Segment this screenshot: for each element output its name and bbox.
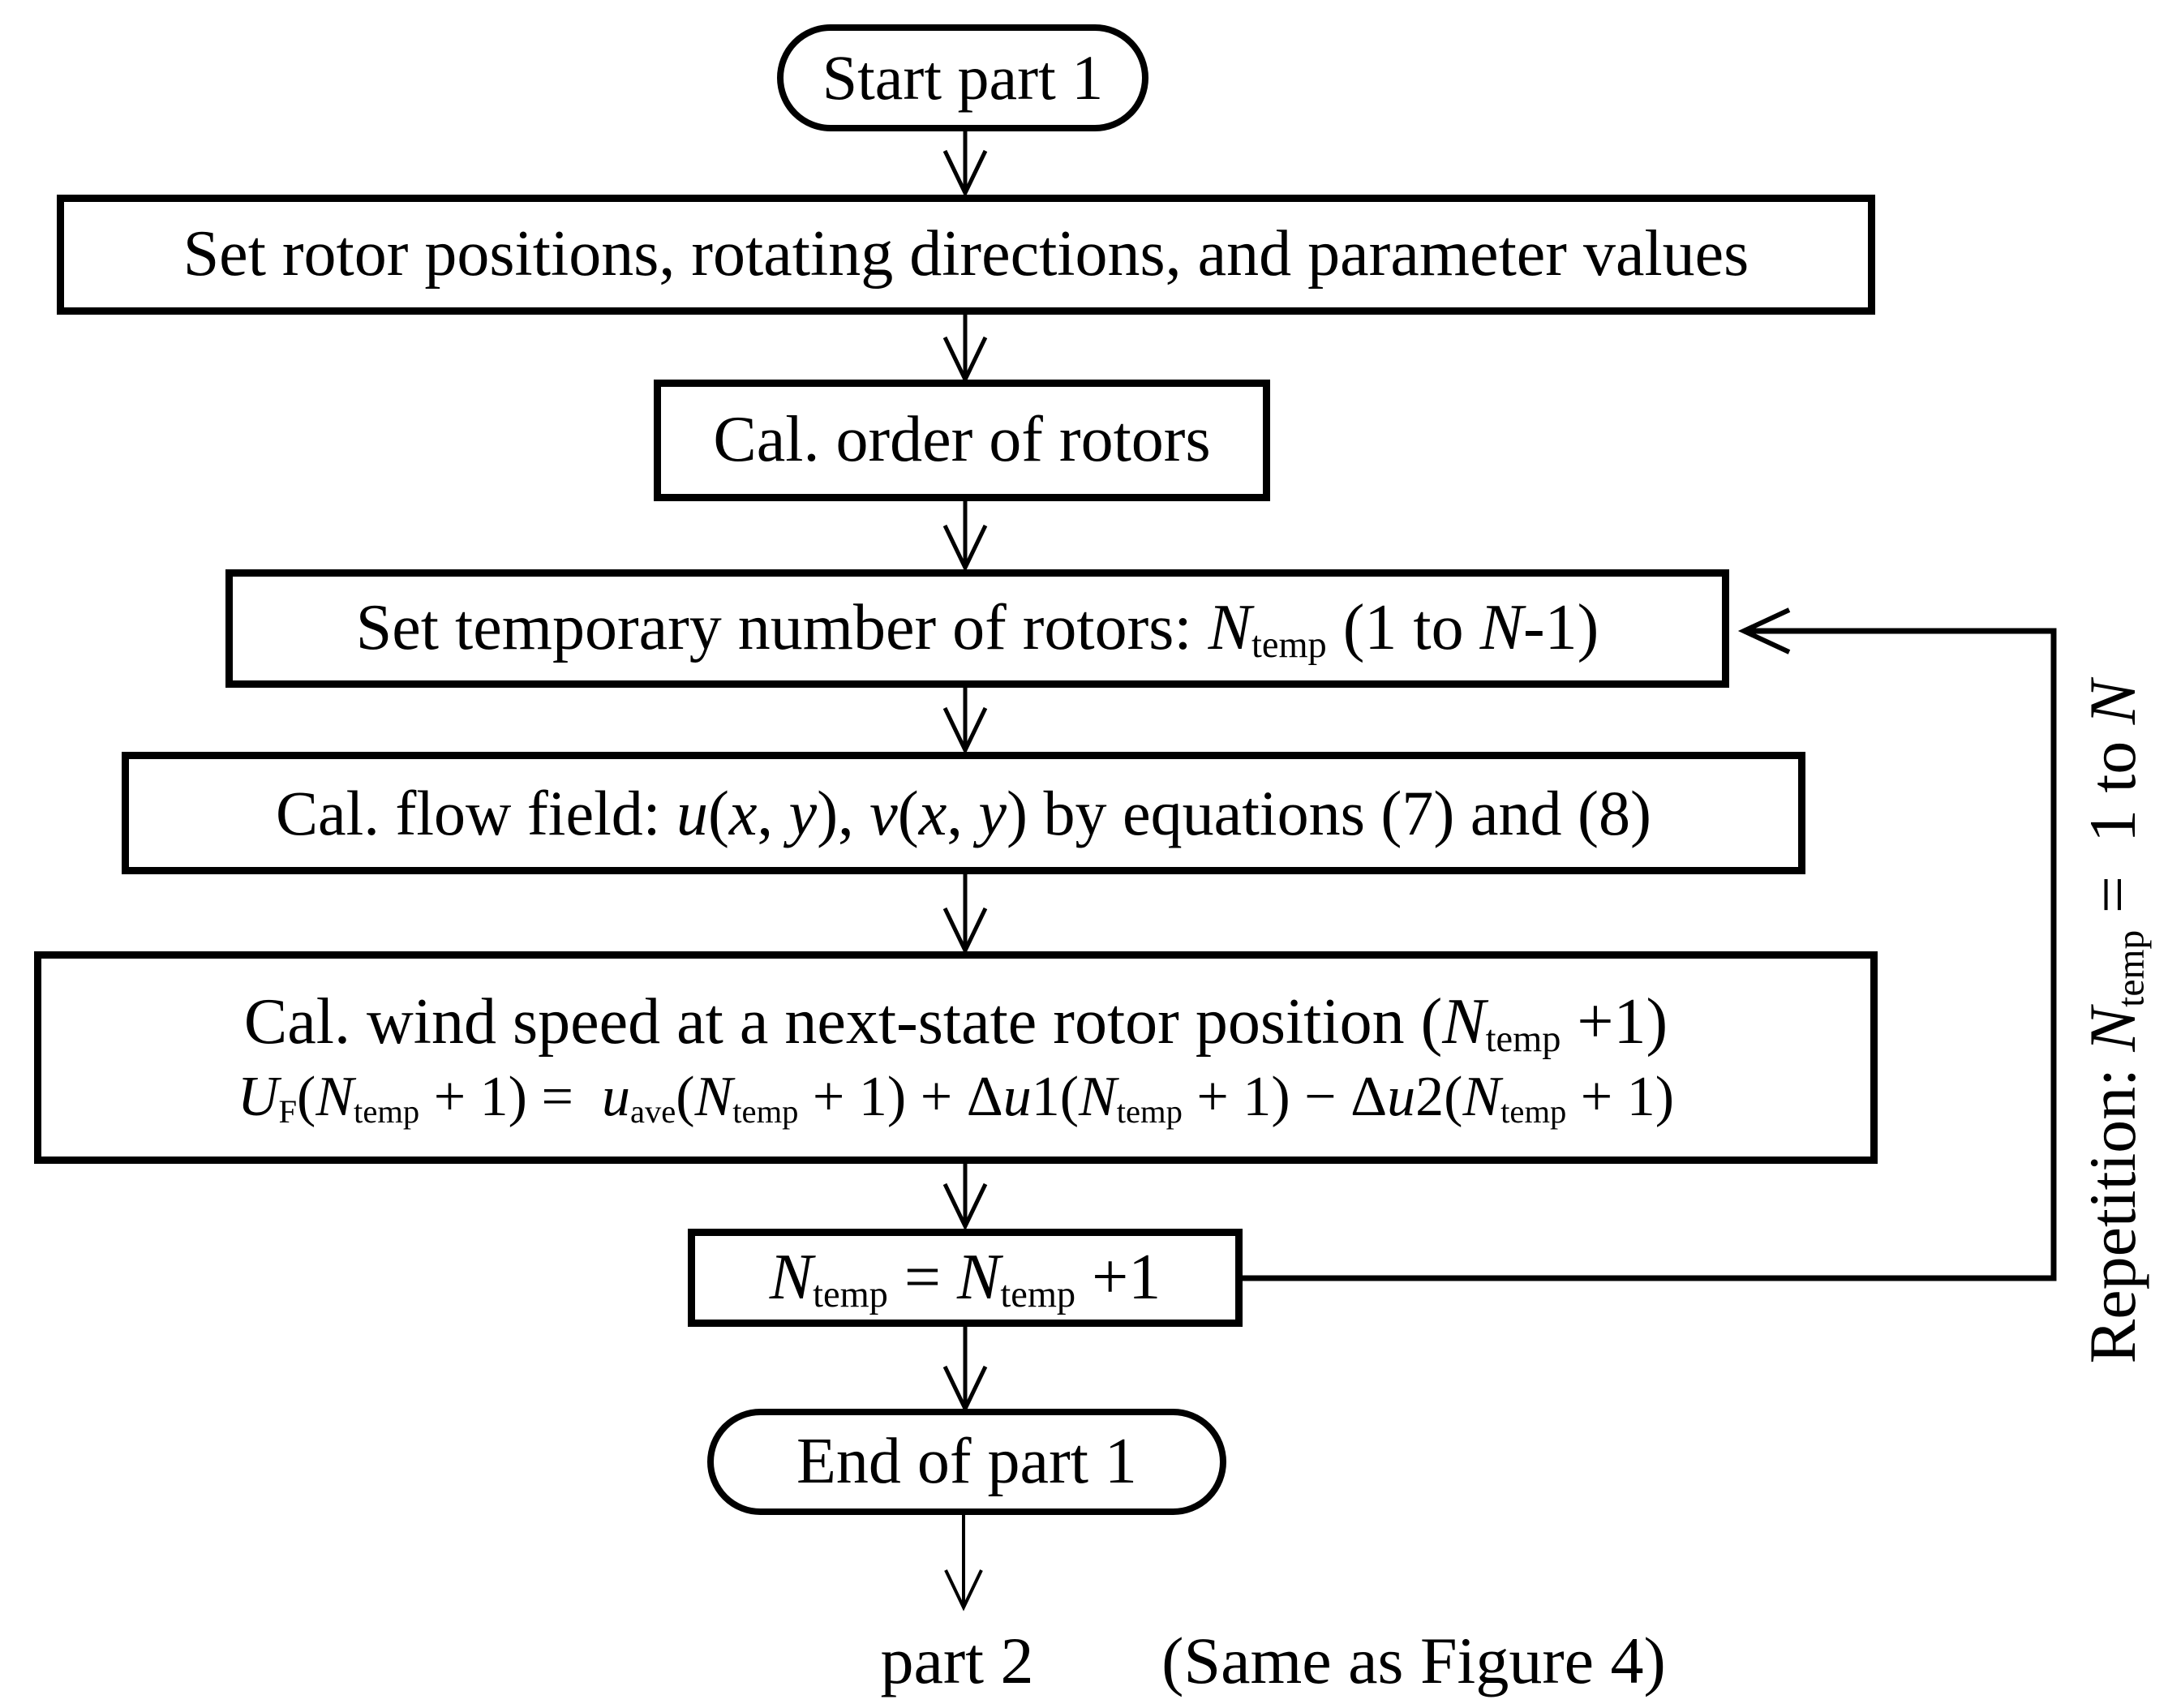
arrow-settemp-to-calflow-head: [942, 706, 988, 755]
arrow-calorder-to-settemp-head: [942, 524, 988, 573]
node-start-label: Start part 1: [822, 42, 1104, 114]
node-end: End of part 1: [707, 1409, 1226, 1515]
node-set-rotor-label: Set rotor positions, rotating directions…: [182, 218, 1749, 290]
node-increment: Ntemp = Ntemp +1: [688, 1229, 1243, 1327]
node-cal-wind-line1: Cal. wind speed at a next-state rotor po…: [243, 986, 1668, 1061]
arrow-end-to-part2-head: [944, 1569, 983, 1611]
loop-arrowhead: [1737, 607, 1791, 654]
node-cal-wind: Cal. wind speed at a next-state rotor po…: [34, 951, 1878, 1164]
arrow-start-to-setrotor-head: [942, 149, 988, 198]
loop-repetition-label: Repetition: Ntemp = 1 to N: [2064, 556, 2162, 1488]
node-start: Start part 1: [777, 24, 1148, 131]
node-end-label: End of part 1: [796, 1425, 1137, 1497]
label-part2-text: part 2: [880, 1623, 1034, 1697]
loop-path: [1243, 628, 2057, 1281]
node-cal-order-label: Cal. order of rotors: [713, 404, 1211, 476]
arrow-calflow-to-calwind-head: [942, 907, 988, 955]
node-increment-label: Ntemp = Ntemp +1: [769, 1241, 1161, 1315]
node-set-temp: Set temporary number of rotors: Ntemp (1…: [225, 569, 1729, 688]
label-part2: part 2: [827, 1622, 1087, 1700]
arrow-calwind-to-increment-head: [942, 1182, 988, 1231]
node-cal-order: Cal. order of rotors: [654, 380, 1270, 501]
loop-repetition-text: Repetition: Ntemp = 1 to N: [2075, 680, 2153, 1364]
node-cal-wind-equation: UF(Ntemp + 1) = uave(Ntemp + 1) + Δu1(Nt…: [237, 1065, 1675, 1130]
node-cal-flow-label: Cal. flow field: u(x, y), v(x, y) by equ…: [276, 777, 1651, 848]
node-cal-flow: Cal. flow field: u(x, y), v(x, y) by equ…: [122, 752, 1805, 874]
label-same-as-figure4: (Same as Figure 4): [1101, 1622, 1726, 1700]
node-set-temp-label: Set temporary number of rotors: Ntemp (1…: [355, 592, 1599, 667]
node-set-rotor: Set rotor positions, rotating directions…: [57, 195, 1875, 315]
label-same-as-figure4-text: (Same as Figure 4): [1161, 1623, 1666, 1697]
